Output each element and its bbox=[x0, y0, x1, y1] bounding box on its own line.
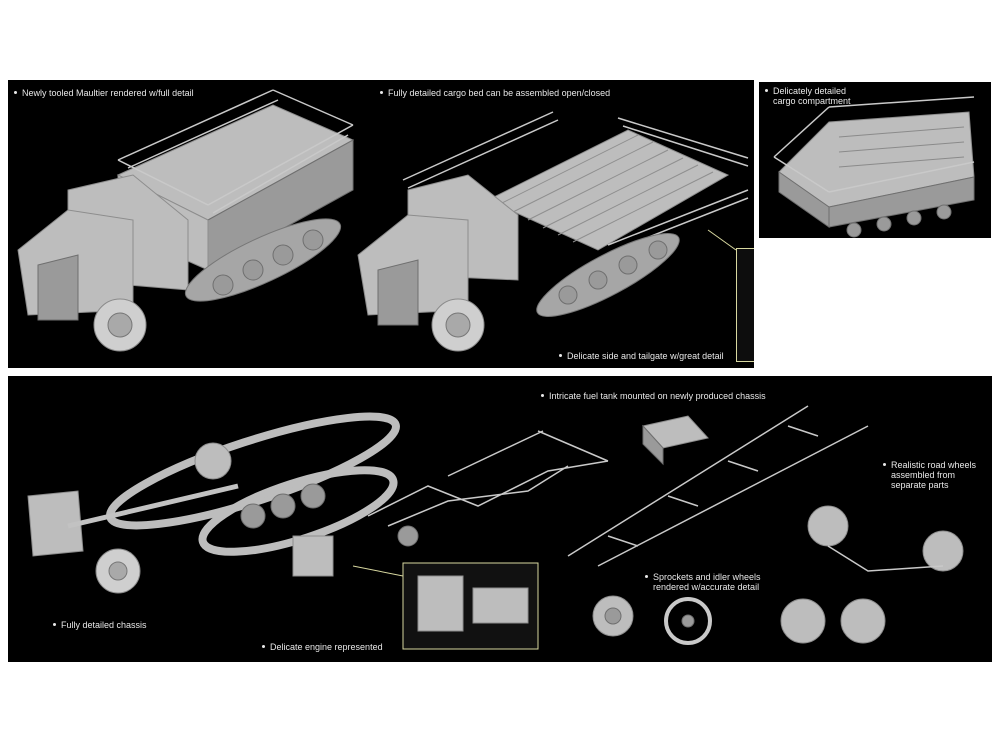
caption-road-wheels: Realistic road wheels assembled from sep… bbox=[883, 460, 976, 490]
caption-cargo-bed: Fully detailed cargo bed can be assemble… bbox=[380, 88, 610, 99]
tailgate-detail-inset bbox=[736, 248, 754, 362]
caption-sprockets: Sprockets and idler wheels rendered w/ac… bbox=[645, 572, 761, 592]
cargo-compartment-inset: Delicately detailed cargo compartment bbox=[757, 80, 993, 240]
bottom-panel: Intricate fuel tank mounted on newly pro… bbox=[8, 376, 992, 662]
maultier-truck-render bbox=[17, 89, 355, 352]
caption-maultier: Newly tooled Maultier rendered w/full de… bbox=[14, 88, 194, 99]
caption-tailgate: Delicate side and tailgate w/great detai… bbox=[559, 351, 724, 362]
caption-full-chassis: Fully detailed chassis bbox=[53, 620, 147, 631]
top-panel: Newly tooled Maultier rendered w/full de… bbox=[8, 80, 754, 368]
caption-engine: Delicate engine represented bbox=[262, 642, 383, 653]
caption-cargo-compartment: Delicately detailed cargo compartment bbox=[765, 86, 851, 106]
chassis-render bbox=[27, 405, 964, 650]
caption-fuel-tank: Intricate fuel tank mounted on newly pro… bbox=[541, 391, 766, 402]
